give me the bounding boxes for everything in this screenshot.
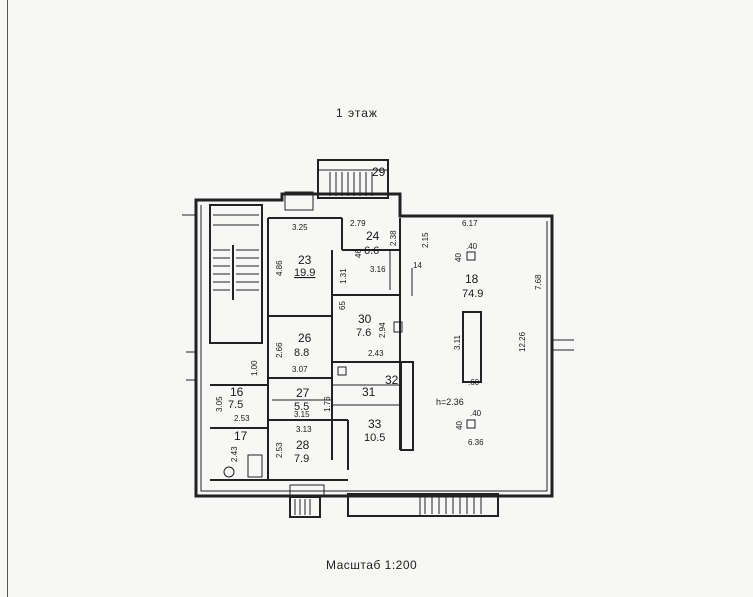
dim-label: 4.86 <box>275 260 284 276</box>
dim-label: 3.05 <box>215 396 224 412</box>
room-33-number: 33 <box>368 417 382 431</box>
dim-label: 3.13 <box>296 425 312 434</box>
dim-label: 1.00 <box>250 360 259 376</box>
dim-label: 3.25 <box>292 223 308 232</box>
scale-label: Масштаб 1:200 <box>326 558 418 572</box>
top-stair <box>284 159 389 211</box>
room-27-number: 27 <box>296 386 310 400</box>
dim-label: .60 <box>468 378 480 387</box>
dim-label: 6.17 <box>462 219 478 228</box>
sheet-left-border <box>7 0 8 597</box>
dim-label: 2.15 <box>421 232 430 248</box>
dim-label: 14 <box>413 261 422 270</box>
interior-walls <box>210 217 413 481</box>
room-31-number: 31 <box>362 385 376 399</box>
dim-label: 3.11 <box>453 334 462 350</box>
room-28-area: 7.9 <box>294 453 309 465</box>
room-30-area: 7.6 <box>356 327 371 339</box>
ceiling-height-label: h=2.36 <box>436 397 464 407</box>
room-26-number: 26 <box>298 331 312 345</box>
dim-label: 1.31 <box>339 268 348 284</box>
dim-label: 1.76 <box>323 396 332 412</box>
central-column <box>462 311 482 383</box>
dim-label: 3.16 <box>370 265 386 274</box>
fixtures <box>223 251 476 478</box>
corridor-pillar <box>400 361 414 451</box>
dim-label: 3.15 <box>294 410 310 419</box>
room-17-number: 17 <box>234 429 248 443</box>
room-28-number: 28 <box>296 438 310 452</box>
dim-label: 2.79 <box>350 219 366 228</box>
room-29-number: 29 <box>372 165 386 179</box>
dim-label: 2.66 <box>275 342 284 358</box>
dim-label: 2.53 <box>234 414 250 423</box>
dim-label: 40 <box>454 253 463 262</box>
room-32-number: 32 <box>385 373 399 387</box>
room-18-area: 74.9 <box>462 288 483 300</box>
dim-label: 2.43 <box>230 446 239 462</box>
room-27-area: 5.5 <box>294 401 309 413</box>
room-23-number: 23 <box>298 253 312 267</box>
dim-label: 2.43 <box>368 349 384 358</box>
dim-label: 6.36 <box>468 438 484 447</box>
dimension-labels: 3.25 2.79 6.17 2.38 2.15 4.86 46 1.31 3.… <box>215 219 543 462</box>
room-18-number: 18 <box>465 272 479 286</box>
bottom-stairs <box>289 484 499 518</box>
dim-label: 40 <box>455 421 464 430</box>
room-30-number: 30 <box>358 312 372 326</box>
floor-title: 1 этаж <box>336 106 378 120</box>
left-stairwell <box>209 204 263 344</box>
dim-label: .40 <box>470 409 482 418</box>
room-33-area: 10.5 <box>364 432 385 444</box>
dim-label: 2.94 <box>378 322 387 338</box>
room-24-area: 6.6 <box>364 245 379 257</box>
room-24-number: 24 <box>366 229 380 243</box>
dim-label: 65 <box>338 301 347 310</box>
dim-label: 46 <box>354 249 363 258</box>
dim-label: .40 <box>466 242 478 251</box>
dim-label: 7.68 <box>534 274 543 290</box>
room-23-area: 19.9 <box>294 267 315 279</box>
dim-label: 2.53 <box>275 442 284 458</box>
room-16-area: 7.5 <box>228 399 243 411</box>
room-labels: 23 19.9 24 6.6 18 74.9 30 7.6 26 8.8 16 … <box>228 165 483 465</box>
dim-label: 12.26 <box>518 331 527 352</box>
room-26-area: 8.8 <box>294 347 309 359</box>
room-16-number: 16 <box>230 385 244 399</box>
dim-label: 2.38 <box>389 230 398 246</box>
dim-label: 3.07 <box>292 365 308 374</box>
